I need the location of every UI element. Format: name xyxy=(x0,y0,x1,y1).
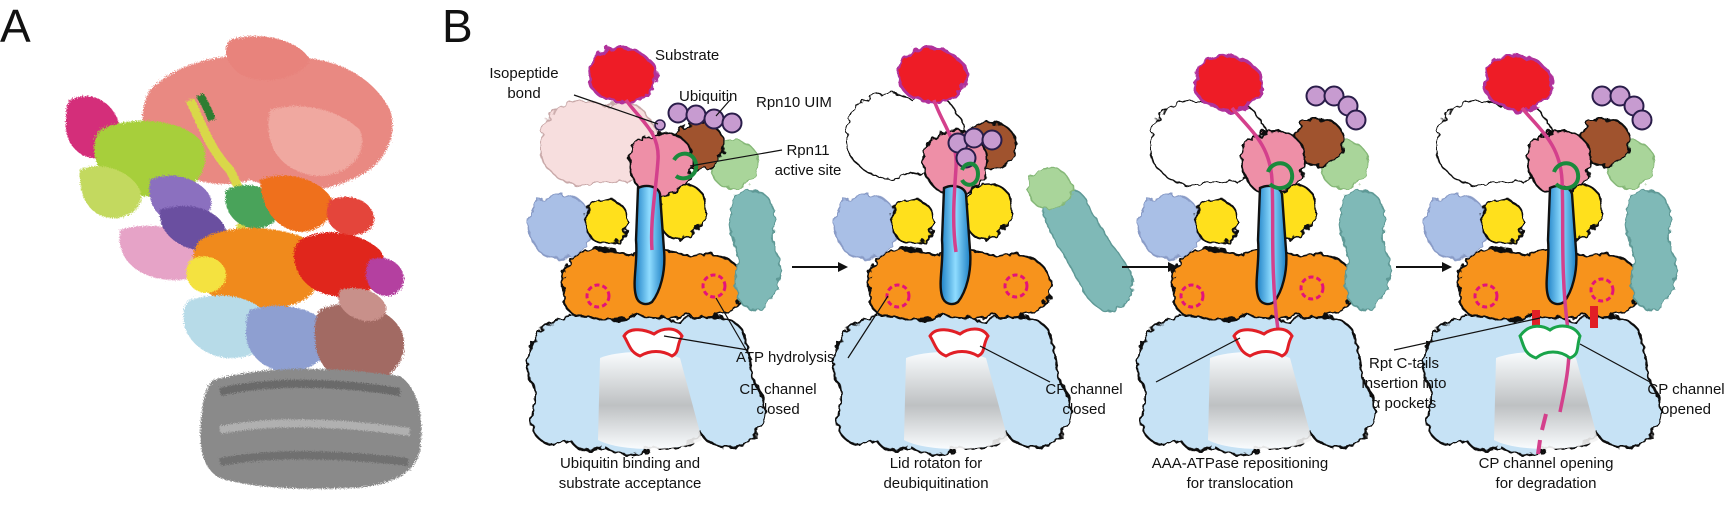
label-cp-closed-2: closed xyxy=(756,401,799,418)
stage-3-caption-line2: for translocation xyxy=(1187,475,1294,492)
stage-2-caption-line2: deubiquitination xyxy=(883,475,988,492)
label-rpt-3: α pockets xyxy=(1372,395,1437,412)
label-cp-closed-b2: closed xyxy=(1062,401,1105,418)
label-rpn10: Rpn10 UIM xyxy=(756,94,832,111)
stage-1-caption-line2: substrate acceptance xyxy=(559,475,702,492)
stage-4-caption-line2: for degradation xyxy=(1496,475,1597,492)
stage-2-diagram xyxy=(835,46,1134,455)
leader-lines xyxy=(573,94,1651,383)
stage-2-caption-line1: Lid rotaton for xyxy=(890,455,983,472)
label-substrate: Substrate xyxy=(655,47,719,64)
label-cp-open-1: CP channel xyxy=(1647,381,1724,398)
label-isopeptide-1: Isopeptide xyxy=(489,65,558,82)
label-ubiquitin: Ubiquitin xyxy=(679,88,737,105)
panel-letter-a: A xyxy=(0,0,31,52)
label-cp-closed-1: CP channel xyxy=(739,381,816,398)
label-rpt-2: insertion into xyxy=(1361,375,1446,392)
stage-4-diagram xyxy=(1425,54,1677,455)
stage-4-caption-line1: CP channel opening xyxy=(1479,455,1614,472)
stage-captions: Ubiquitin binding and substrate acceptan… xyxy=(559,455,1614,492)
arrows xyxy=(792,262,1452,272)
labels: Substrate Isopeptide bond Ubiquitin Rpn1… xyxy=(489,47,1724,418)
label-rpn11-2: active site xyxy=(775,162,842,179)
label-atp-hydrolysis: ATP hydrolysis xyxy=(736,349,835,366)
stage-3-diagram xyxy=(1139,54,1391,455)
label-cp-closed-b1: CP channel xyxy=(1045,381,1122,398)
label-isopeptide-2: bond xyxy=(507,85,540,102)
label-rpn11-1: Rpn11 xyxy=(786,142,829,159)
label-rpt-1: Rpt C-tails xyxy=(1369,355,1439,372)
stage-3-caption-line1: AAA-ATPase repositioning xyxy=(1152,455,1328,472)
panel-letter-b: B xyxy=(442,0,473,52)
label-cp-open-2: opened xyxy=(1661,401,1711,418)
stage-1-caption-line1: Ubiquitin binding and xyxy=(560,455,700,472)
density-map xyxy=(65,36,422,489)
